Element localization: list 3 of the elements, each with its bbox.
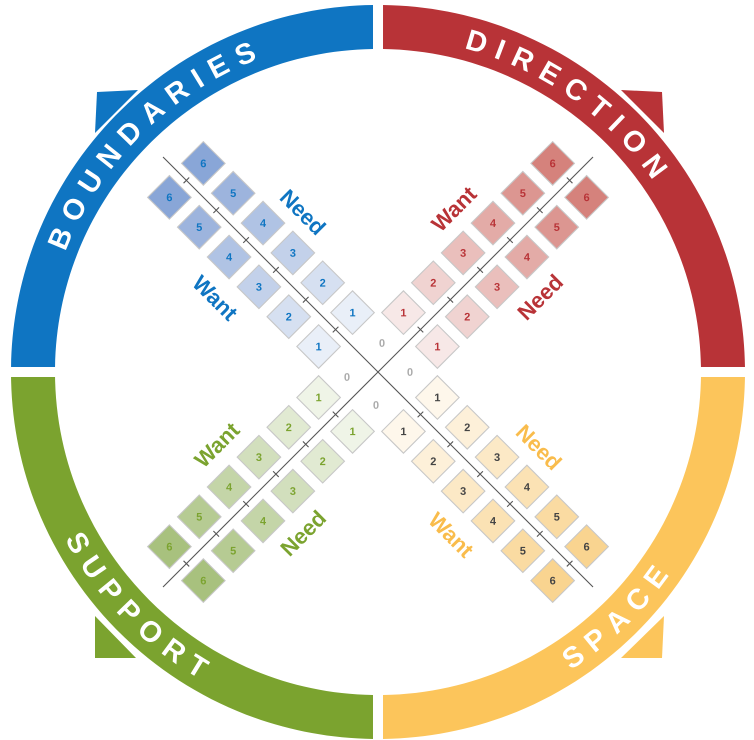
scale-number: 0 bbox=[407, 368, 413, 376]
scale-number: 0 bbox=[379, 339, 385, 347]
scale-number: 0 bbox=[373, 401, 379, 409]
